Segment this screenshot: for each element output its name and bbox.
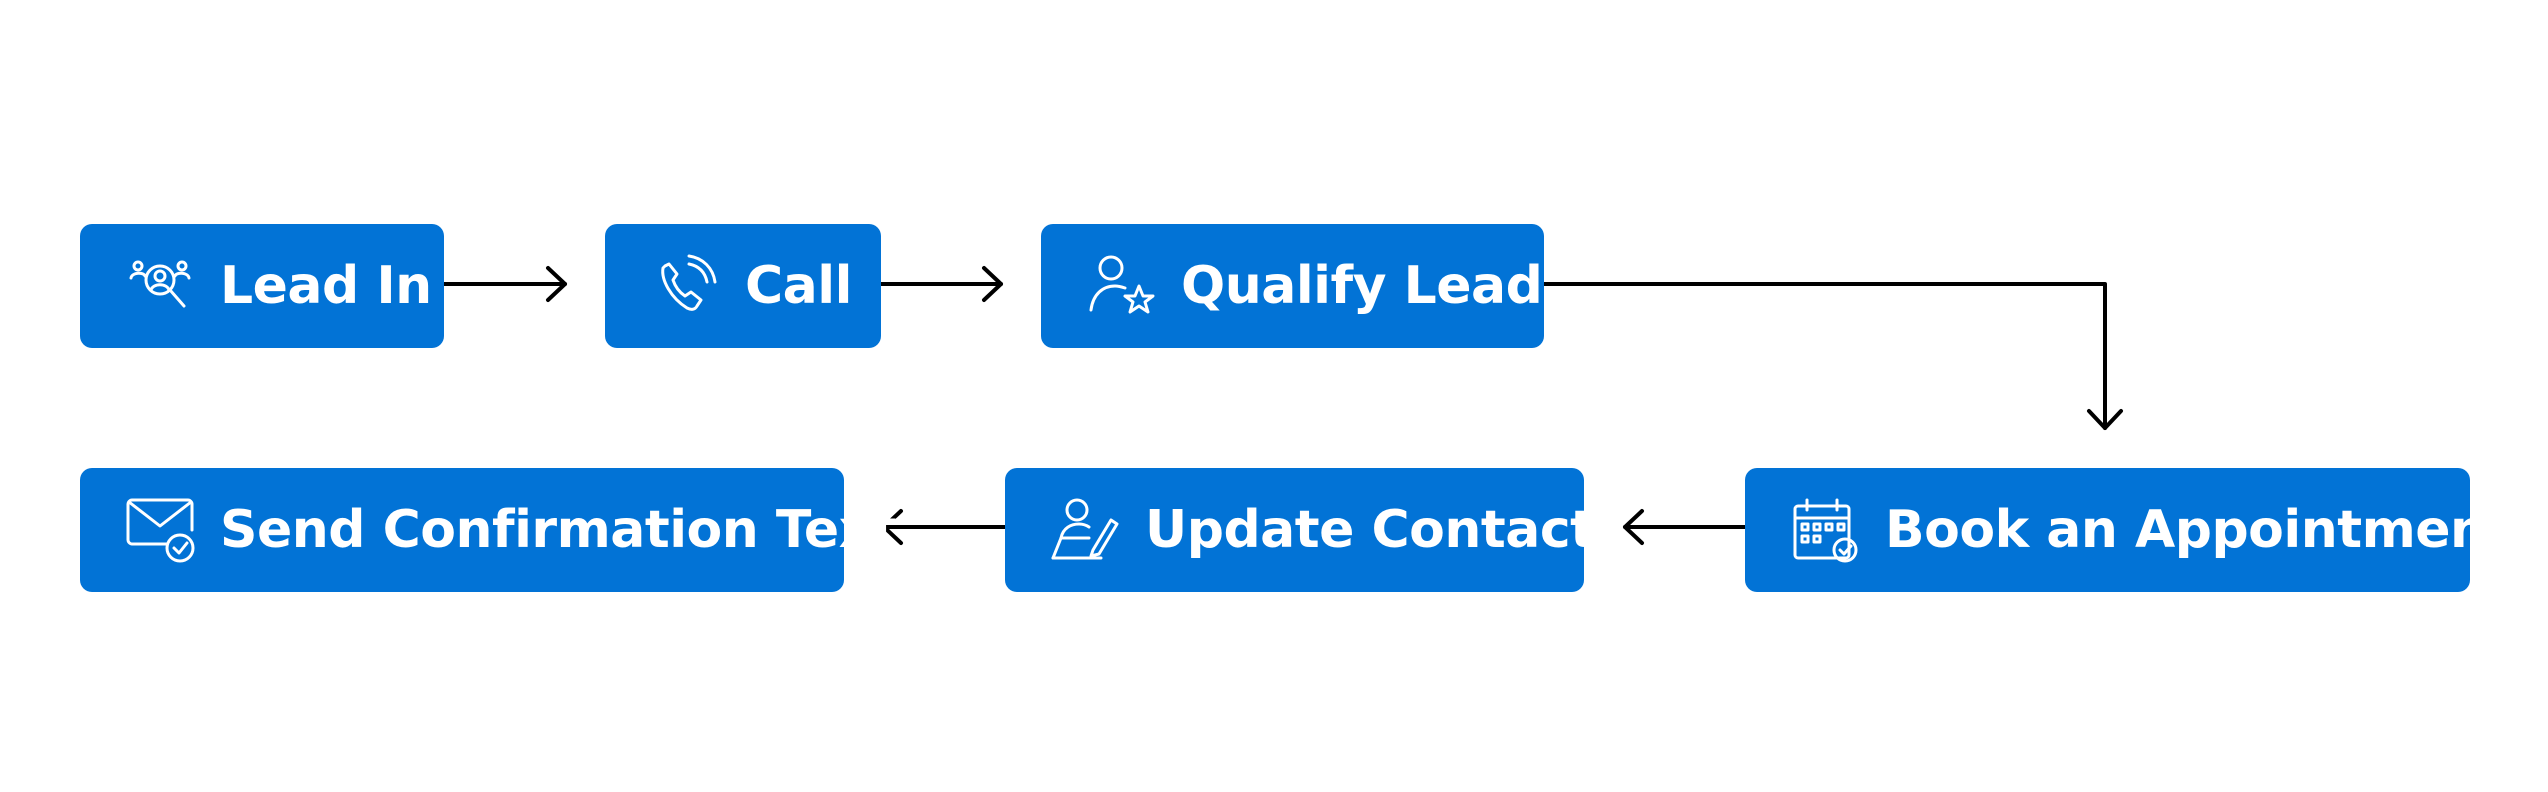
arrow-lead-to-call [442, 266, 567, 302]
calendar-check-icon [1793, 498, 1858, 563]
arrow-call-to-qualify [879, 266, 1003, 302]
step-label: Qualify Lead [1181, 256, 1543, 316]
lead-search-icon [129, 260, 191, 308]
step-qualify-lead: Qualify Lead [1041, 224, 1544, 348]
arrow-qualify-to-book [1542, 282, 2123, 430]
step-label: Update Contact [1145, 500, 1595, 560]
step-send-confirmation: Send Confirmation Text [80, 468, 897, 592]
step-update-contact: Update Contact [1005, 468, 1595, 592]
user-edit-icon [1051, 498, 1119, 560]
step-label: Send Confirmation Text [220, 500, 897, 560]
step-label: Lead In [220, 256, 432, 316]
user-star-icon [1089, 255, 1155, 314]
step-call: Call [605, 224, 881, 348]
step-label: Call [745, 256, 852, 316]
arrow-book-to-update [1623, 509, 1747, 545]
step-book-appointment: Book an Appointment [1745, 468, 2511, 592]
arrow-update-to-send [882, 509, 1007, 545]
step-lead-in: Lead In [80, 224, 444, 348]
step-label: Book an Appointment [1885, 500, 2511, 560]
envelope-check-icon [126, 498, 195, 563]
phone-call-icon [661, 254, 717, 311]
